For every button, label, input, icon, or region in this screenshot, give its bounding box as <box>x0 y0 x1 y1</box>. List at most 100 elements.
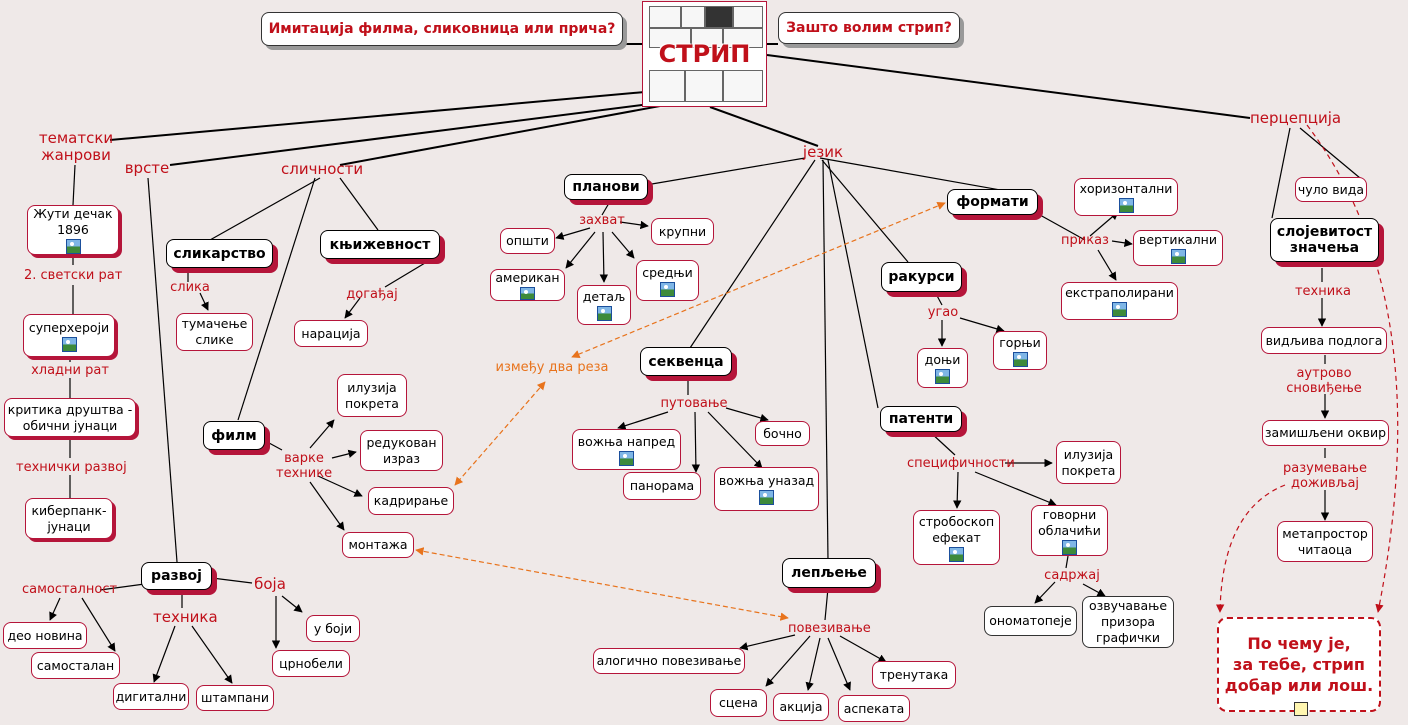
node-sense-of-sight[interactable]: чуло вида <box>1295 177 1367 202</box>
comic-panel-thumbnail <box>691 28 723 48</box>
node-cyberpunk[interactable]: киберпанк- јунаци <box>25 498 113 539</box>
image-icon[interactable] <box>1012 351 1028 367</box>
node-narration[interactable]: нарација <box>294 320 368 347</box>
node-superheroes[interactable]: суперхероји <box>23 314 115 357</box>
image-icon[interactable] <box>596 306 612 321</box>
node-scene[interactable]: сцена <box>710 689 767 717</box>
node-horizontal[interactable]: хоризонтални <box>1074 178 1178 216</box>
label-perception: перцепција <box>1250 109 1342 127</box>
question-why-love[interactable]: Зашто волим стрип? <box>778 12 960 44</box>
node-gluing[interactable]: лепљење <box>782 558 876 588</box>
image-icon[interactable] <box>1062 539 1077 555</box>
node-text: вожња уназад <box>718 473 815 488</box>
label-independence: самосталност <box>22 582 118 597</box>
node-newspaper-part[interactable]: део новина <box>3 622 87 649</box>
node-motion-illusion-patents[interactable]: илузија покрета <box>1056 441 1121 484</box>
node-speech-balloons[interactable]: говорни облачићи <box>1031 505 1108 556</box>
label-content: садржај <box>1044 568 1100 583</box>
label-tech-development: технички развој <box>16 460 127 475</box>
comic-panel-thumbnail <box>733 6 763 28</box>
node-layered-meaning[interactable]: слојевитост значења <box>1270 218 1379 262</box>
label-specifics: специфичности <box>907 456 1015 471</box>
node-panorama[interactable]: панорама <box>623 472 701 500</box>
node-american[interactable]: американ <box>490 269 565 301</box>
label-event: догађај <box>346 287 398 302</box>
label-travel: путовање <box>660 396 728 411</box>
node-motion-illusion-film[interactable]: илузија покрета <box>337 374 407 417</box>
node-development[interactable]: развој <box>141 562 212 590</box>
node-in-color[interactable]: у боји <box>306 615 360 642</box>
image-icon[interactable] <box>935 369 950 384</box>
final-line-3: добар или лош. <box>1224 676 1374 695</box>
note-icon[interactable] <box>1294 702 1308 716</box>
image-icon[interactable] <box>660 281 675 297</box>
node-shots[interactable]: планови <box>564 174 648 200</box>
node-standalone[interactable]: самосталан <box>31 652 120 679</box>
node-digital[interactable]: дигитални <box>113 683 189 710</box>
node-literature[interactable]: књижевност <box>320 230 440 259</box>
image-icon[interactable] <box>619 450 634 466</box>
node-close-up[interactable]: крупни <box>651 218 714 245</box>
label-color: боја <box>254 575 286 593</box>
label-technique-sl: техника <box>1294 284 1352 299</box>
image-icon[interactable] <box>1170 249 1186 264</box>
label-linking: повезивање <box>788 621 871 636</box>
node-text: американ <box>495 270 560 285</box>
node-imagined-frame[interactable]: замишљени оквир <box>1262 420 1389 446</box>
node-stroboscope[interactable]: стробоскоп ефекат <box>913 510 1000 565</box>
label-thematic-genres: тематски жанрови <box>38 129 114 164</box>
node-sideways[interactable]: бочно <box>755 421 810 446</box>
node-reader-metaspace[interactable]: метапростор читаоца <box>1277 521 1373 562</box>
node-angles[interactable]: ракурси <box>881 262 962 292</box>
node-printed[interactable]: штампани <box>196 685 274 711</box>
node-black-white[interactable]: црнобели <box>272 650 350 677</box>
node-scene-sound[interactable]: озвучавање призора графички <box>1082 596 1174 648</box>
image-icon[interactable] <box>520 287 535 300</box>
image-icon[interactable] <box>1112 302 1127 317</box>
node-yellow-kid[interactable]: Жути дечак 1896 <box>27 205 119 255</box>
node-moments[interactable]: тренутака <box>872 661 956 689</box>
node-framing[interactable]: кадрирање <box>368 487 454 515</box>
label-types: врсте <box>124 159 170 177</box>
label-cold-war: хладни рат <box>31 363 109 378</box>
final-question[interactable]: По чему је, за тебе, стрип добар или лош… <box>1217 617 1381 716</box>
node-general[interactable]: општи <box>500 228 555 254</box>
question-imitation[interactable]: Имитација филма, сликовница или прича? <box>261 12 623 46</box>
node-alogical-linking[interactable]: алогично повезивање <box>593 648 745 674</box>
node-dolly-back[interactable]: вожња уназад <box>714 467 819 511</box>
comic-panel-thumbnail <box>649 28 691 48</box>
node-onomatopoeia[interactable]: ономатопеје <box>984 606 1077 636</box>
root-comic-node[interactable]: СТРИП <box>642 1 767 107</box>
comic-panel-thumbnail <box>723 28 763 48</box>
node-visible-base[interactable]: видљива подлога <box>1261 327 1387 354</box>
image-icon[interactable] <box>65 239 81 254</box>
node-painting[interactable]: сликарство <box>166 239 273 268</box>
node-medium[interactable]: средњи <box>636 260 699 301</box>
node-high[interactable]: горњи <box>993 331 1047 370</box>
label-display: приказ <box>1061 233 1109 248</box>
node-social-critique[interactable]: критика друштва - обични јунаци <box>4 398 136 437</box>
node-action[interactable]: акција <box>773 693 829 721</box>
node-image-interpretation[interactable]: тумачење слике <box>176 313 253 351</box>
node-film[interactable]: филм <box>203 421 265 450</box>
image-icon[interactable] <box>61 336 77 352</box>
node-text: стробоскоп ефекат <box>918 513 995 545</box>
node-vertical[interactable]: вертикални <box>1133 230 1223 266</box>
node-extrapolated[interactable]: екстраполирани <box>1061 282 1178 320</box>
image-icon[interactable] <box>759 490 774 505</box>
node-dolly-forward[interactable]: вожња напред <box>572 429 681 470</box>
node-montage[interactable]: монтажа <box>342 532 414 558</box>
node-sequence[interactable]: секвенца <box>640 347 732 376</box>
image-icon[interactable] <box>1118 198 1134 213</box>
comic-panel-thumbnail <box>705 6 733 28</box>
node-patents[interactable]: патенти <box>880 406 962 432</box>
node-text: суперхероји <box>28 319 110 335</box>
image-icon[interactable] <box>949 546 964 562</box>
node-formats[interactable]: формати <box>947 189 1038 215</box>
comic-panel-thumbnail <box>649 70 685 102</box>
node-aspects[interactable]: аспеката <box>838 695 910 722</box>
comic-panel-thumbnail <box>723 70 763 102</box>
node-reduced-expression[interactable]: редукован израз <box>360 430 443 471</box>
node-low[interactable]: доњи <box>917 348 968 388</box>
node-detail[interactable]: детаљ <box>577 285 631 325</box>
